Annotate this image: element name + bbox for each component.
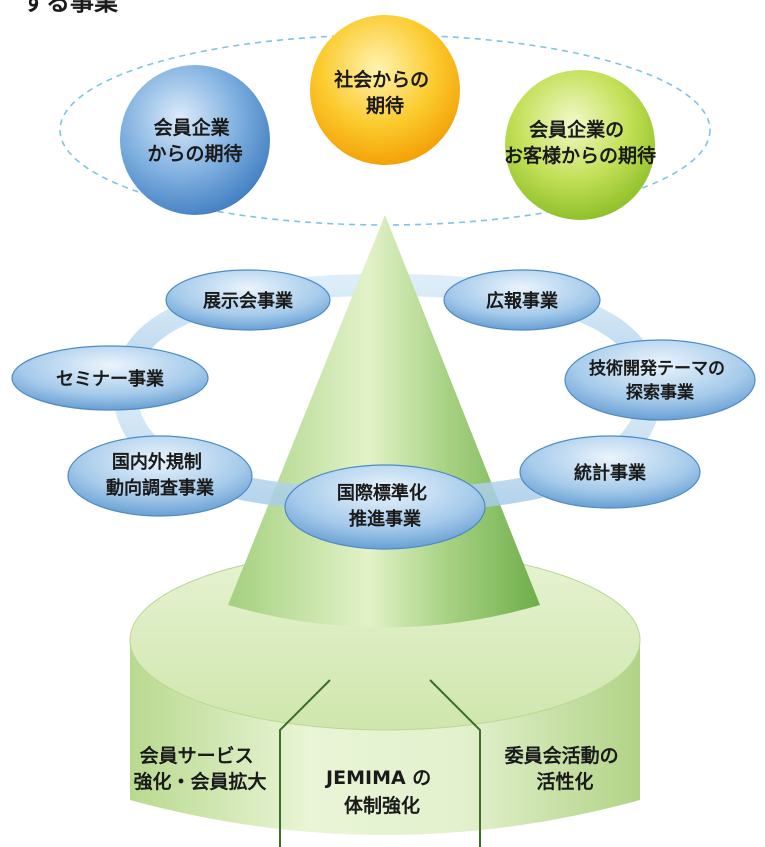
svg-text:統計事業: 統計事業 (574, 462, 647, 484)
page-heading: する事業 (22, 0, 118, 16)
foundation-organization: JEMIMA の 体制強化 (324, 767, 438, 817)
business-pill-international-standards-label: 国際標準化 推進事業 (337, 482, 433, 530)
business-pill-pr: 広報事業 (443, 269, 601, 331)
sphere-customers-label: 会員企業の お客様からの期待 (504, 118, 656, 167)
sphere-society (310, 15, 460, 165)
business-pill-tech-exploration: 技術開発テーマの 探索事業 (564, 339, 756, 421)
foundation-committee-activities: 委員会活動の 活性化 (504, 744, 626, 793)
business-pill-regulation-survey-label: 国内外規制 動向調査事業 (106, 451, 215, 499)
svg-text:セミナー事業: セミナー事業 (56, 368, 165, 390)
business-pill-international-standards: 国際標準化 推進事業 (284, 464, 486, 550)
business-pill-seminar: セミナー事業 (11, 345, 209, 411)
svg-text:広報事業: 広報事業 (486, 290, 559, 312)
sphere-society-label: 社会からの 期待 (333, 68, 436, 117)
business-pill-statistics: 統計事業 (519, 435, 701, 509)
business-pill-tech-exploration-label: 技術開発テーマの 探索事業 (589, 358, 731, 403)
business-pill-exhibition: 展示会事業 (165, 269, 331, 331)
sphere-customers (505, 70, 655, 220)
sphere-member-companies (120, 65, 270, 215)
foundation-member-services: 会員サービス 強化・会員拡大 (133, 744, 266, 793)
sphere-member-companies-label: 会員企業 からの期待 (147, 116, 242, 165)
business-pill-regulation-survey: 国内外規制 動向調査事業 (67, 435, 253, 517)
svg-text:展示会事業: 展示会事業 (203, 290, 294, 312)
